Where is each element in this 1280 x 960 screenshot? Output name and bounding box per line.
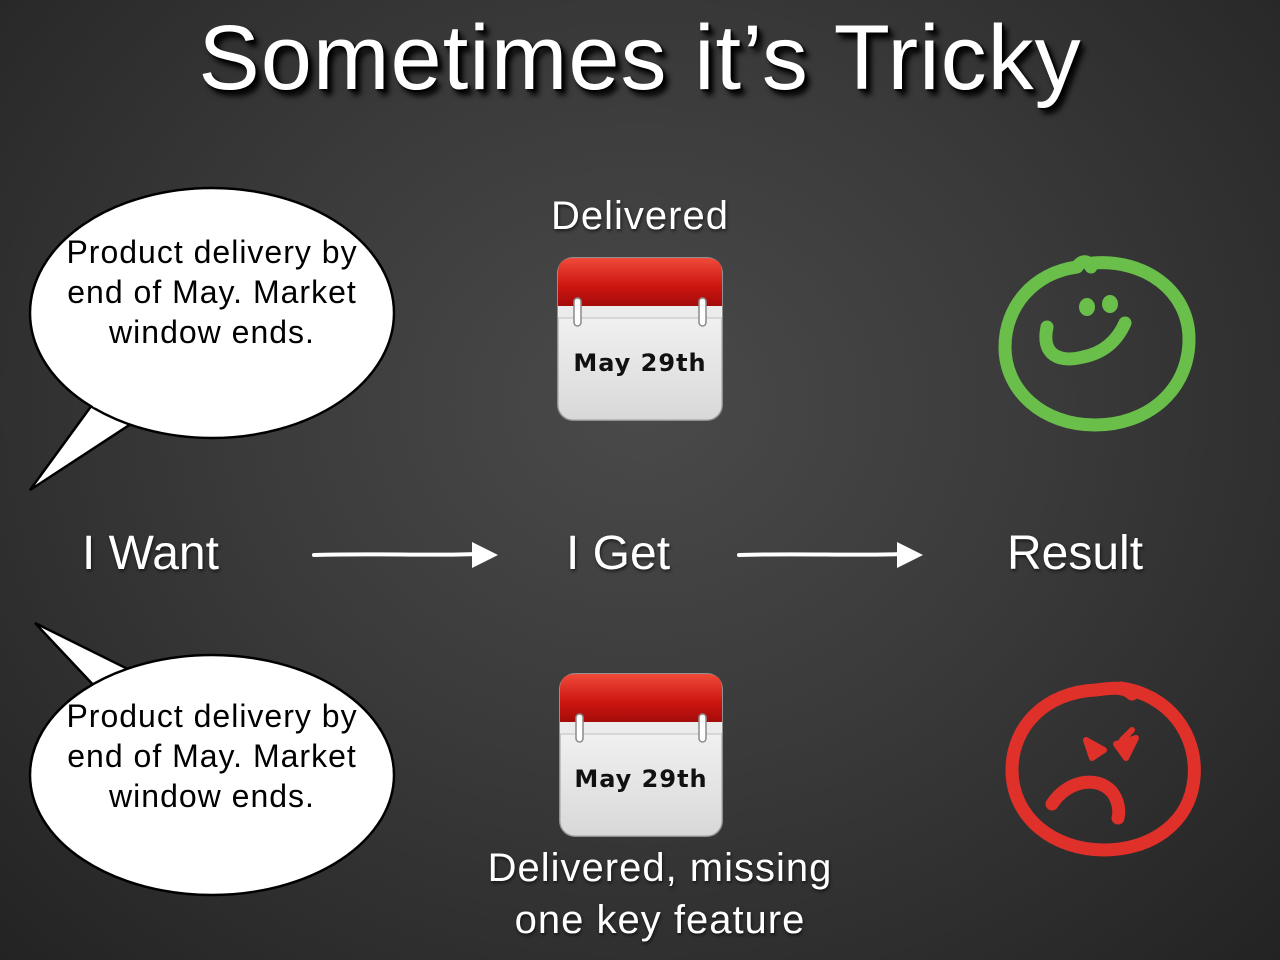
caption-line-1: Delivered, missing xyxy=(487,846,833,890)
bubble-text-bottom: Product delivery by end of May. Market w… xyxy=(66,698,358,814)
arrow-right-icon xyxy=(737,542,923,568)
caption-line-2: one key feature xyxy=(514,898,806,942)
i-get-label: I Get xyxy=(566,527,671,580)
calendar-date-bottom: May 29th xyxy=(574,765,708,793)
i-want-label: I Want xyxy=(82,527,219,580)
calendar-icon xyxy=(558,672,724,838)
delivered-missing-caption: Delivered, missing one key feature xyxy=(420,842,900,946)
calendar-date-top: May 29th xyxy=(573,349,707,377)
arrow-right-icon xyxy=(312,542,498,568)
result-label: Result xyxy=(1007,527,1144,580)
bubble-text-top: Product delivery by end of May. Market w… xyxy=(66,234,358,350)
smiley-face-icon xyxy=(995,255,1200,435)
delivered-caption-top: Delivered xyxy=(551,194,729,238)
slide-title: Sometimes it’s Tricky xyxy=(198,7,1082,109)
calendar-icon xyxy=(556,256,724,422)
angry-face-icon xyxy=(1000,678,1205,858)
